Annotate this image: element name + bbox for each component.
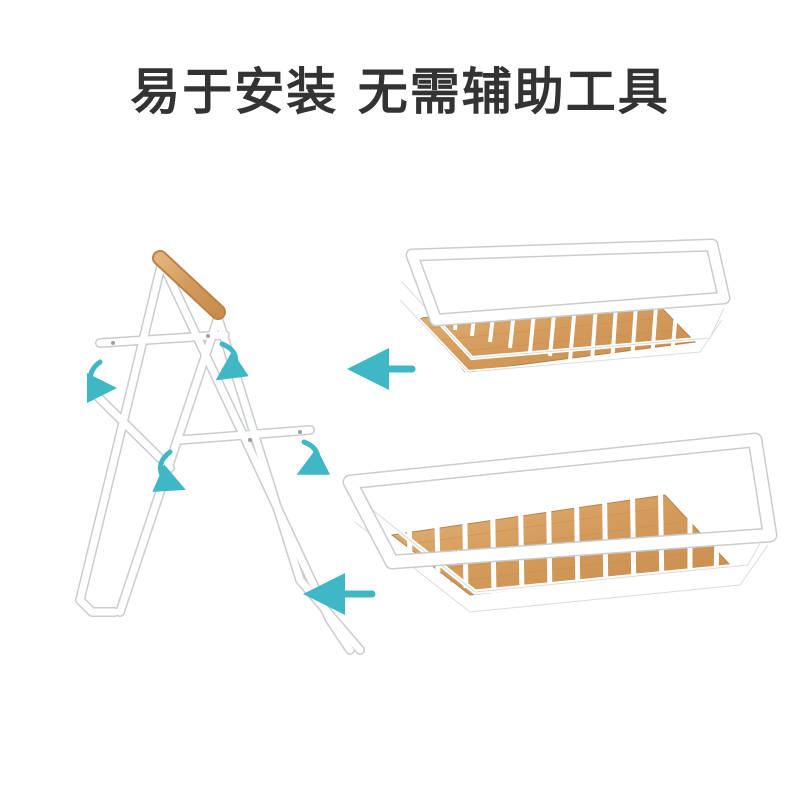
small-wire-basket xyxy=(398,238,731,375)
insert-arrow xyxy=(303,348,416,615)
headline: 易于安装 无需辅助工具 xyxy=(130,63,670,121)
large-wire-basket xyxy=(342,432,778,615)
rotate-arrow xyxy=(86,341,331,492)
